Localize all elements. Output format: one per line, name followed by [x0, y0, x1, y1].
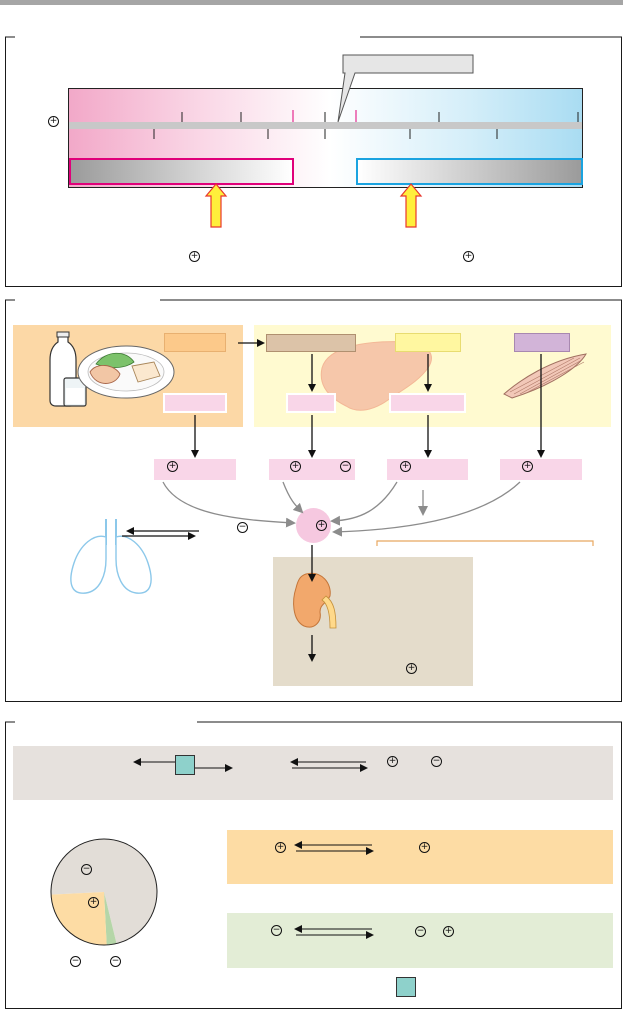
plus-sign: +: [387, 756, 398, 767]
plus-sign: +: [406, 663, 417, 674]
liver-label-box: [266, 334, 356, 352]
green-band: [227, 913, 613, 968]
plus-sign: +: [167, 461, 178, 472]
plus-sign: +: [463, 251, 474, 262]
minus-sign: −: [431, 756, 442, 767]
plus-sign: +: [275, 842, 286, 853]
organ-acid-label-box: [389, 393, 466, 413]
acidosis-box: [69, 158, 294, 185]
arrow: [332, 481, 521, 537]
minus-sign: −: [340, 461, 351, 472]
acid-up-arrow: [204, 183, 228, 228]
plus-sign: +: [400, 461, 411, 472]
teal-box: [175, 755, 195, 775]
ph-scale-ticks: [153, 110, 579, 139]
food-acid-label-box: [163, 393, 227, 413]
callout-bubble: [337, 54, 474, 123]
plus-sign: +: [290, 461, 301, 472]
alkalosis-box: [356, 158, 583, 185]
buffer-pie-chart: [50, 838, 158, 946]
minus-sign: −: [110, 956, 121, 967]
panel-b-frame-lines: [5, 299, 622, 301]
pie-slice-gray: [51, 839, 157, 944]
orange-band: [227, 830, 613, 884]
muscle-label-box: [514, 333, 570, 352]
meal-plate-icon: [77, 345, 175, 399]
panel-ph-scale: [5, 37, 622, 287]
plus-sign: +: [88, 897, 99, 908]
flow-arrows: [122, 339, 545, 662]
liver-acid-label-box: [286, 393, 336, 413]
plus-sign: +: [316, 520, 327, 531]
panel-buffers: [5, 722, 622, 1009]
arrow: [282, 481, 304, 514]
page-top-rule: [0, 0, 623, 5]
panel-acid-production: [5, 300, 622, 702]
kidney-icon: [293, 572, 337, 629]
teal-legend-box: [396, 977, 416, 997]
panel-c-frame-lines: [5, 721, 622, 723]
ph-scale-frame: [68, 88, 583, 188]
food-label-box: [164, 333, 226, 352]
up-arrows: [204, 183, 423, 228]
milk-bottle-icon: [49, 331, 87, 407]
gray-band: [13, 746, 613, 800]
pie-slice-green: [104, 892, 117, 945]
minus-sign: −: [415, 926, 426, 937]
base-up-arrow: [399, 183, 423, 228]
plus-sign: +: [522, 461, 533, 472]
ph-scale-bar: [69, 122, 582, 129]
plus-sign: +: [443, 926, 454, 937]
minus-sign: −: [81, 864, 92, 875]
yellow-label-box: [395, 333, 461, 352]
minus-sign: −: [70, 956, 81, 967]
minus-sign: −: [271, 925, 282, 936]
lungs-icon: [70, 519, 152, 594]
arrow: [162, 481, 296, 528]
plus-sign: +: [189, 251, 200, 262]
bracket-line: [376, 540, 594, 546]
product-box: [500, 459, 582, 480]
arrow: [330, 481, 398, 526]
muscle-icon: [503, 353, 587, 399]
pie-outline: [50, 838, 158, 946]
plus-sign: +: [419, 842, 430, 853]
plus-sign: +: [48, 116, 59, 127]
panel-a-frame-lines: [5, 36, 622, 38]
liver-icon: [320, 341, 432, 411]
minus-sign: −: [237, 522, 248, 533]
